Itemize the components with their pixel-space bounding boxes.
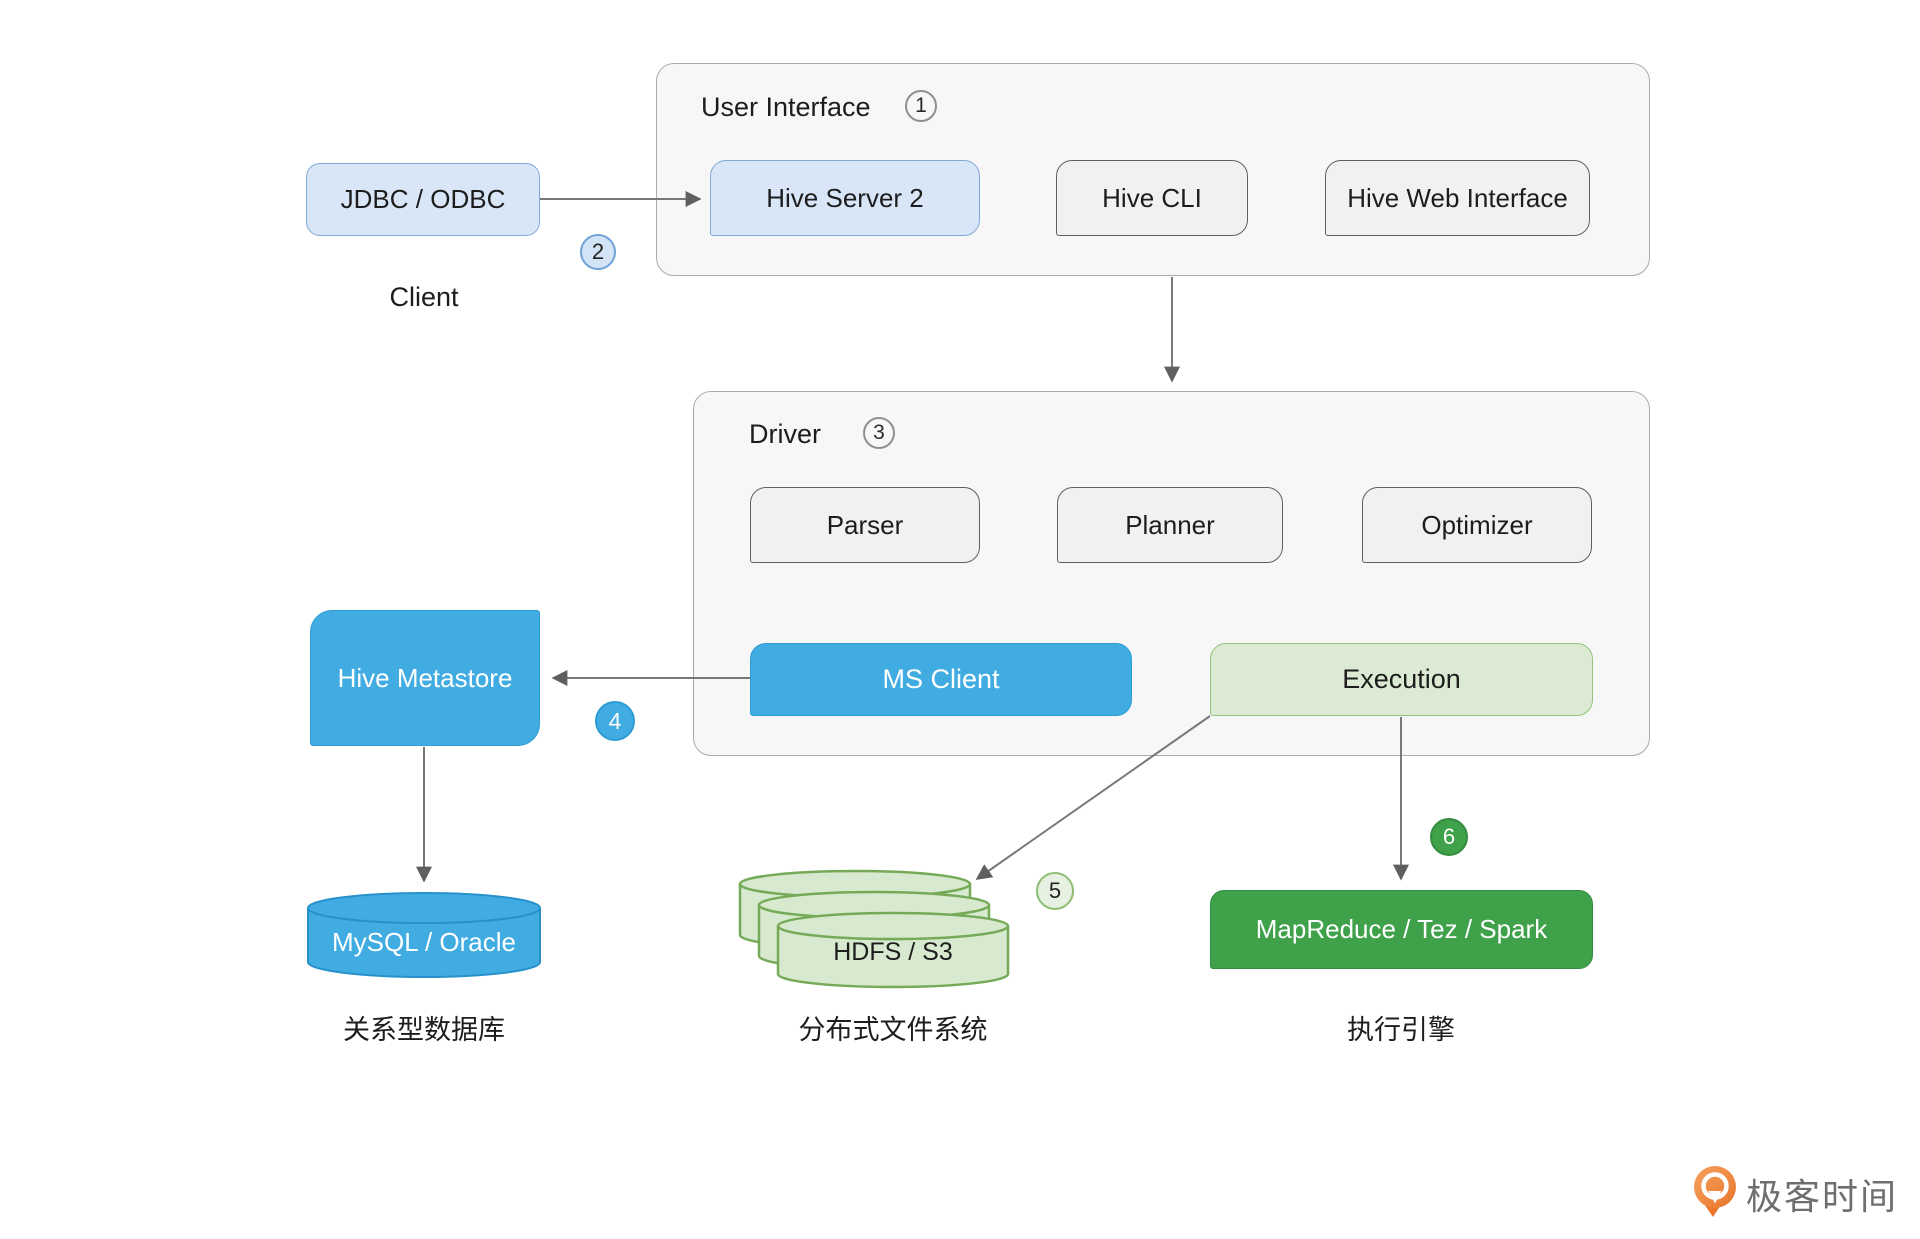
node-mapreduce-tez-spark-label: MapReduce / Tez / Spark — [1255, 914, 1548, 944]
step-badge-4: 4 — [595, 701, 635, 741]
step-badge-5: 5 — [1036, 872, 1074, 910]
step-badge-6: 6 — [1430, 818, 1468, 856]
node-optimizer: Optimizer — [1362, 487, 1592, 563]
node-jdbc-odbc-label: JDBC / ODBC — [340, 184, 506, 214]
node-planner-label: Planner — [1125, 509, 1215, 540]
node-ms-client-label: MS Client — [882, 664, 1000, 694]
node-execution: Execution — [1210, 643, 1593, 716]
node-hive-web-interface: Hive Web Interface — [1325, 160, 1590, 236]
node-hive-metastore-label: Hive Metastore — [337, 662, 513, 693]
container-user-interface-label: User Interface — [701, 92, 871, 122]
cylinder-hdfs-s3-label: HDFS / S3 — [833, 938, 953, 966]
node-jdbc-odbc: JDBC / ODBC — [306, 163, 540, 236]
step-circle-1: 1 — [905, 90, 937, 122]
node-hive-web-interface-label: Hive Web Interface — [1347, 182, 1568, 213]
node-parser: Parser — [750, 487, 980, 563]
node-hive-cli: Hive CLI — [1056, 160, 1248, 236]
hdfs-cylinder-back — [738, 869, 972, 950]
node-execution-label: Execution — [1342, 664, 1461, 694]
node-parser-label: Parser — [826, 509, 904, 540]
caption-distributed-fs: 分布式文件系统 — [798, 1015, 988, 1045]
node-hive-server-2: Hive Server 2 — [710, 160, 980, 236]
container-driver-label: Driver — [749, 419, 821, 449]
node-planner: Planner — [1057, 487, 1283, 563]
cylinder-mysql-oracle-label: MySQL / Oracle — [332, 927, 516, 957]
node-hive-metastore: Hive Metastore — [310, 610, 540, 746]
node-hive-cli-label: Hive CLI — [1102, 182, 1202, 213]
geektime-logo-icon — [1694, 1166, 1736, 1217]
node-mapreduce-tez-spark: MapReduce / Tez / Spark — [1210, 890, 1593, 969]
geektime-logo-text: 极客时间 — [1746, 1176, 1899, 1217]
node-ms-client: MS Client — [750, 643, 1132, 716]
step-badge-2: 2 — [580, 234, 616, 270]
caption-execution-engine: 执行引擎 — [1347, 1015, 1455, 1045]
caption-client: Client — [389, 282, 459, 312]
step-circle-3: 3 — [863, 417, 895, 449]
hdfs-s3-cylinder-stack — [738, 869, 1010, 989]
node-hive-server-2-label: Hive Server 2 — [766, 182, 924, 213]
node-optimizer-label: Optimizer — [1421, 509, 1533, 540]
caption-relational-db: 关系型数据库 — [343, 1015, 505, 1045]
